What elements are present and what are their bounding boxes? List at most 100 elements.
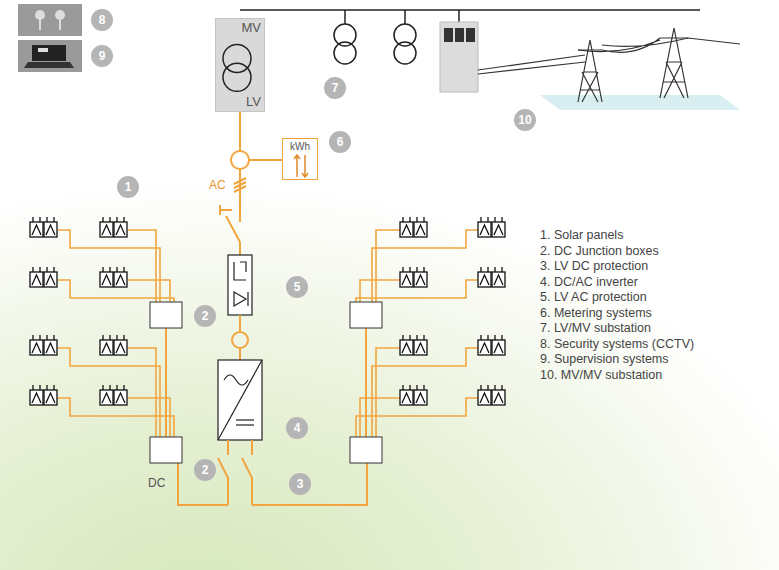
transformer-box: MVLV xyxy=(215,18,265,112)
panel-leg xyxy=(39,335,40,340)
panel-mark xyxy=(32,275,41,285)
panel-leg xyxy=(39,217,40,222)
panel-leg xyxy=(53,217,54,222)
panel-leg xyxy=(423,335,424,340)
panel-leg xyxy=(116,385,117,390)
solar-panel xyxy=(100,272,113,287)
callout-number: 1 xyxy=(117,176,139,198)
dc-wire xyxy=(376,348,400,437)
panel-leg xyxy=(494,217,495,222)
panel-leg xyxy=(39,385,40,390)
panel-leg xyxy=(32,335,33,340)
panel-leg xyxy=(402,267,403,272)
panel-leg xyxy=(102,385,103,390)
solar-panel xyxy=(492,390,505,405)
panel-leg xyxy=(402,335,403,340)
solar-panel xyxy=(100,340,113,355)
panel-mark xyxy=(102,393,111,403)
legend-item: 6. Metering systems xyxy=(540,306,652,320)
current-label: AC xyxy=(209,178,226,192)
panel-mark xyxy=(46,393,55,403)
legend-item: 3. LV DC protection xyxy=(540,259,648,273)
panel-leg xyxy=(494,267,495,272)
panel-leg xyxy=(487,267,488,272)
solar-panel xyxy=(44,340,57,355)
dc-wire xyxy=(376,230,400,302)
panel-mark xyxy=(480,275,489,285)
panel-leg xyxy=(501,385,502,390)
meter-box: kWh xyxy=(282,138,318,180)
solar-panel xyxy=(492,272,505,287)
dc-wire xyxy=(360,398,400,437)
solar-panel xyxy=(114,222,127,237)
panel-leg xyxy=(39,267,40,272)
panel-leg xyxy=(53,335,54,340)
solar-panel xyxy=(414,390,427,405)
solar-panel xyxy=(114,390,127,405)
dc-wire xyxy=(372,230,478,302)
panel-leg xyxy=(409,217,410,222)
callout-number: 3 xyxy=(289,473,311,495)
panel-mark xyxy=(402,275,411,285)
panel-mark xyxy=(32,225,41,235)
current-label: DC xyxy=(148,476,165,490)
solar-panel xyxy=(492,340,505,355)
panel-mark xyxy=(102,275,111,285)
solar-panel xyxy=(30,390,43,405)
panel-mark xyxy=(480,393,489,403)
solar-panel xyxy=(478,222,491,237)
panel-leg xyxy=(102,335,103,340)
panel-leg xyxy=(123,335,124,340)
solar-panel xyxy=(492,222,505,237)
panel-leg xyxy=(109,335,110,340)
panel-leg xyxy=(480,217,481,222)
arrow-up xyxy=(294,155,300,177)
winding xyxy=(223,63,251,91)
legend-item: 9. Supervision systems xyxy=(540,352,669,366)
panel-mark xyxy=(494,225,503,235)
solar-panel xyxy=(478,340,491,355)
solar-panel xyxy=(30,222,43,237)
solar-panel xyxy=(44,272,57,287)
panel-mark xyxy=(116,225,125,235)
panel-mark xyxy=(116,275,125,285)
panel-leg xyxy=(53,267,54,272)
panel-leg xyxy=(46,217,47,222)
dc-wire xyxy=(58,348,160,437)
panel-leg xyxy=(46,335,47,340)
solar-panel xyxy=(30,272,43,287)
panel-leg xyxy=(416,385,417,390)
panel-leg xyxy=(487,335,488,340)
panel-mark xyxy=(494,275,503,285)
panel-mark xyxy=(46,275,55,285)
panel-leg xyxy=(109,385,110,390)
panel-leg xyxy=(480,267,481,272)
panel-leg xyxy=(123,267,124,272)
panel-leg xyxy=(402,217,403,222)
panel-leg xyxy=(102,267,103,272)
callout-number: 5 xyxy=(286,276,308,298)
dc-wire xyxy=(128,230,156,302)
dc-wire xyxy=(58,230,160,302)
panel-mark xyxy=(116,393,125,403)
callout-number: 4 xyxy=(286,417,308,439)
panel-leg xyxy=(409,267,410,272)
panel-leg xyxy=(102,217,103,222)
panel-leg xyxy=(46,267,47,272)
panel-mark xyxy=(402,225,411,235)
legend-item: 7. LV/MV substation xyxy=(540,321,651,335)
panel-leg xyxy=(123,217,124,222)
panel-mark xyxy=(102,225,111,235)
solar-panel xyxy=(44,222,57,237)
panel-leg xyxy=(402,385,403,390)
solar-panel xyxy=(44,390,57,405)
panel-leg xyxy=(480,335,481,340)
panel-leg xyxy=(32,217,33,222)
dc-wire xyxy=(128,348,156,437)
voltage-label: MV xyxy=(242,21,262,35)
panel-leg xyxy=(501,267,502,272)
dc-wire xyxy=(372,348,478,437)
panel-leg xyxy=(409,335,410,340)
legend-item: 1. Solar panels xyxy=(540,228,623,242)
